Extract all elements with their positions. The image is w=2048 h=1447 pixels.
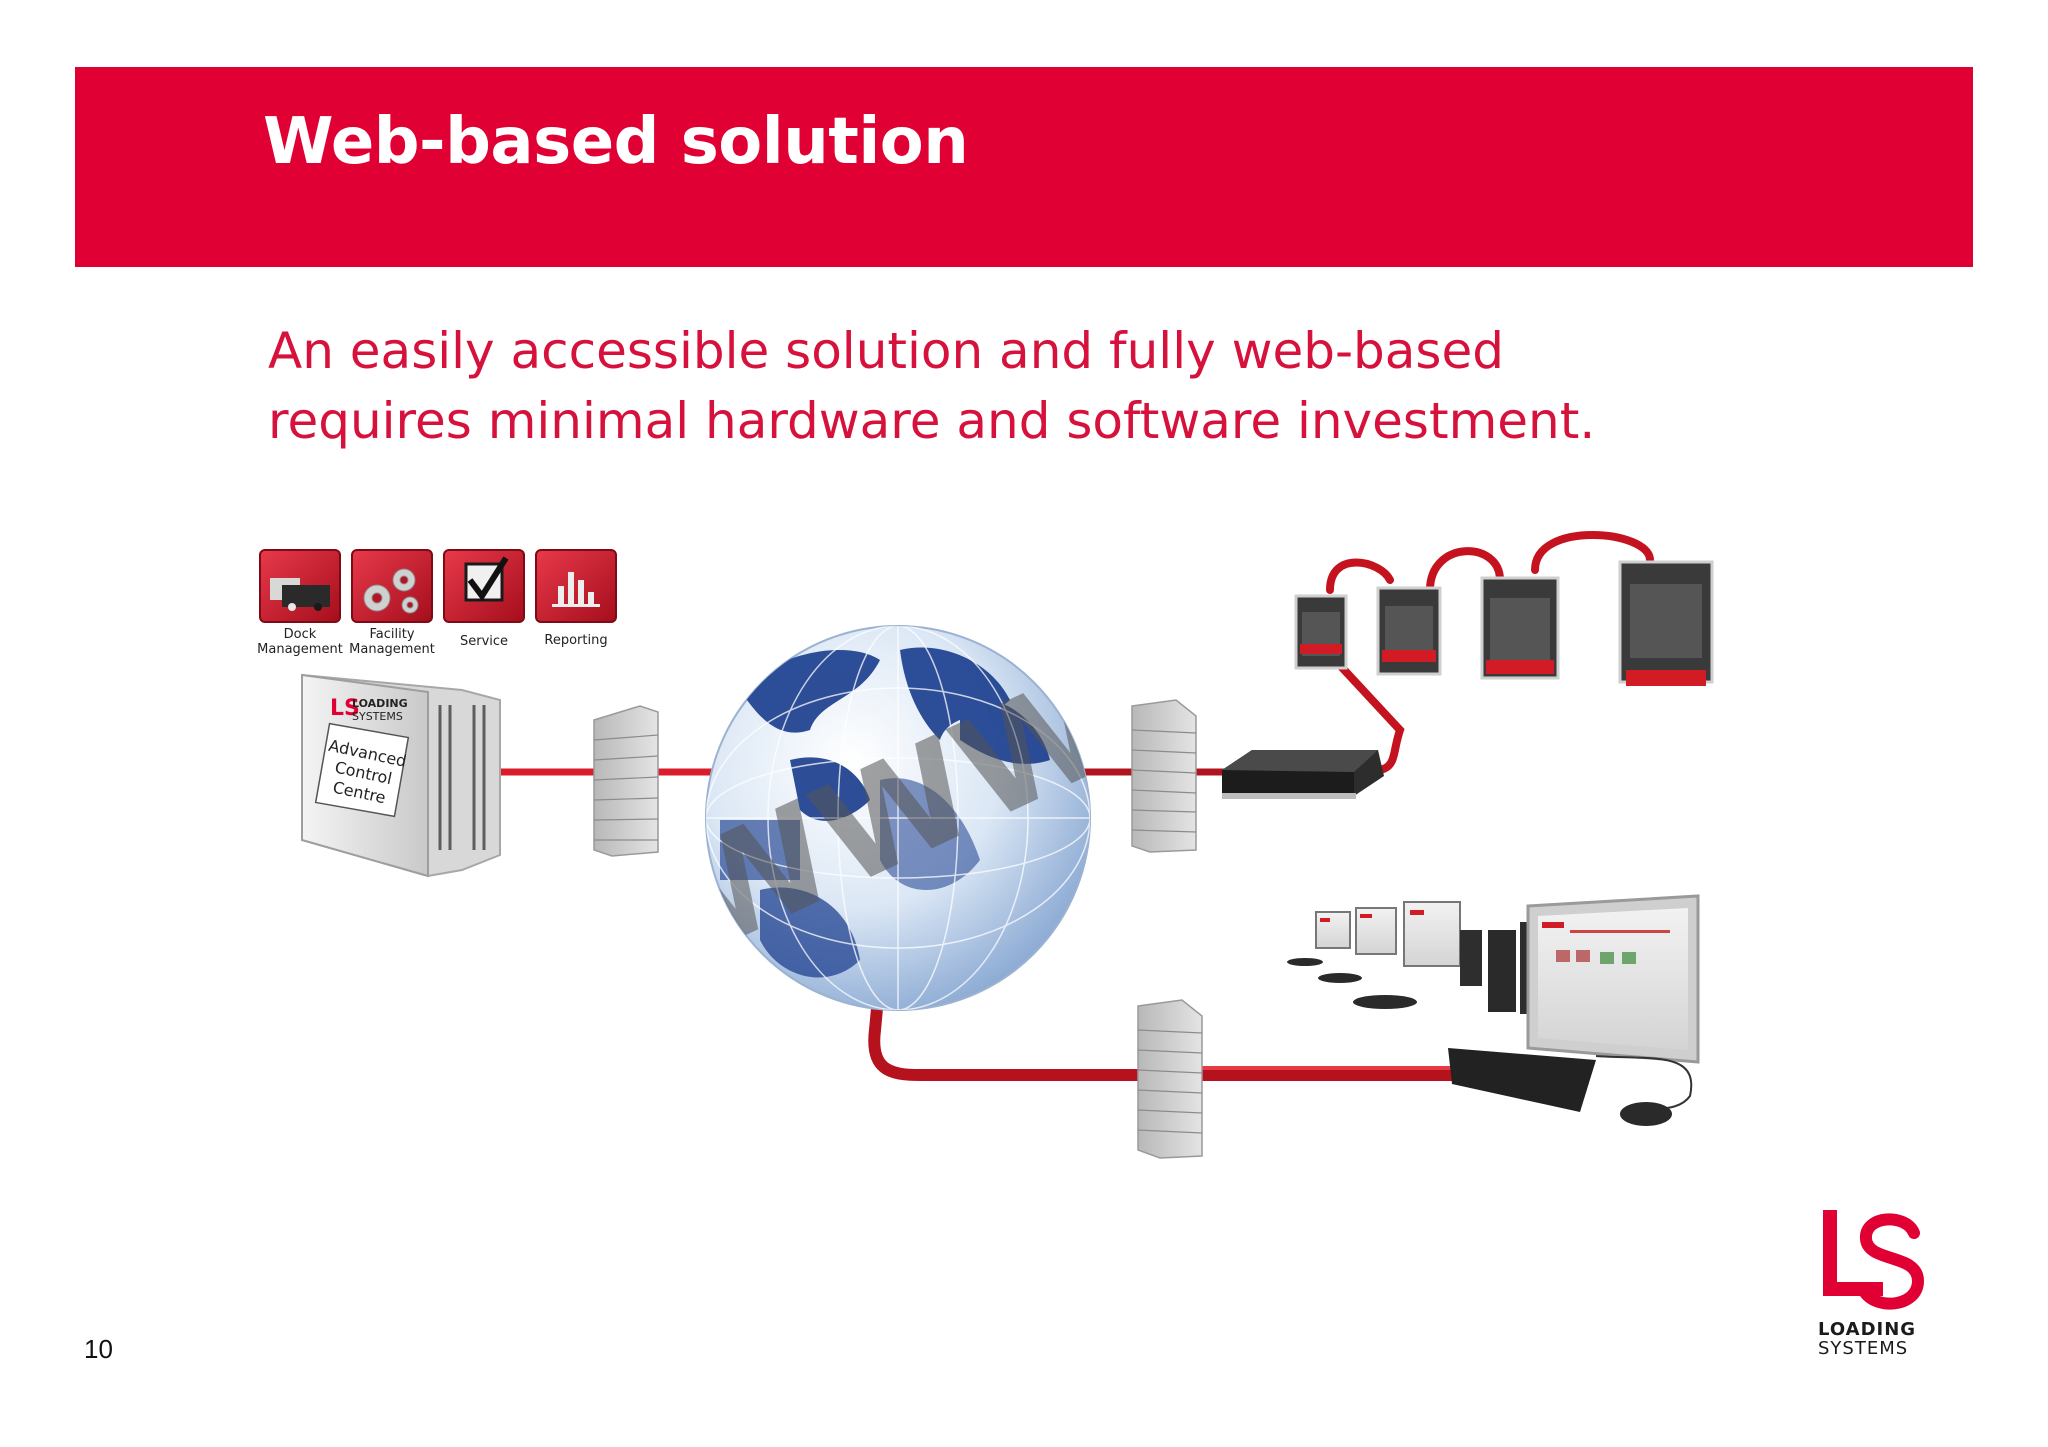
router-icon [1222, 750, 1384, 799]
workstation-3 [1353, 901, 1482, 1009]
workstations [1287, 894, 1700, 1126]
globe-continents [720, 647, 1050, 978]
module-label-line2: Management [349, 642, 435, 657]
workstation-1 [1287, 911, 1351, 966]
server-brand-line1: LOADING [352, 697, 408, 710]
server-logo: LS LOADING SYSTEMS [330, 696, 408, 723]
cable-globe-pcs [868, 884, 1486, 1081]
page-number: 10 [84, 1334, 113, 1364]
title-banner: Web-based solution [75, 67, 1973, 267]
dock-door-4 [1618, 560, 1714, 686]
checkmark-icon [464, 556, 509, 602]
loading-systems-logo: LOADING SYSTEMS [1818, 1205, 1938, 1358]
dock-door-2 [1376, 586, 1442, 676]
module-label-line2: Management [257, 642, 343, 657]
subtitle-line-1: An easily accessible solution and fully … [268, 322, 1504, 380]
logo-text-line1: LOADING [1818, 1319, 1917, 1340]
dock-door-1 [1294, 594, 1348, 670]
logo-text-line2: SYSTEMS [1818, 1338, 1909, 1359]
globe-icon: WWW [705, 625, 1091, 1011]
globe-grid [706, 626, 1090, 1010]
subtitle-line-2: requires minimal hardware and software i… [268, 392, 1596, 450]
server-brand-line2: SYSTEMS [352, 710, 403, 723]
slide-subtitle: An easily accessible solution and fully … [268, 316, 1918, 456]
firewall-left [593, 705, 659, 857]
svg-text:LS: LS [330, 696, 360, 721]
module-service: Service [443, 549, 525, 649]
workstation-4 [1448, 894, 1700, 1126]
ls-logo-icon [1823, 1210, 1925, 1310]
firewall-lower [1137, 999, 1203, 1159]
loading-dock-doors [1294, 560, 1714, 686]
module-label-line1: Dock [284, 627, 317, 642]
module-tiles: Dock Management Facility Management Serv… [257, 549, 617, 657]
server-vents [438, 705, 486, 850]
slide-title: Web-based solution [263, 105, 969, 179]
cable-door-links [1326, 531, 1654, 594]
firewall-right-upper [1131, 699, 1197, 853]
trucks-icon [270, 578, 330, 611]
bar-chart-icon [552, 572, 600, 607]
dock-door-3 [1480, 576, 1560, 680]
module-label-line1: Service [460, 634, 508, 649]
module-dock-management: Dock Management [257, 549, 343, 657]
module-facility-management: Facility Management [349, 549, 435, 657]
module-label-line1: Facility [369, 627, 414, 642]
control-centre-server: LS LOADING SYSTEMS Advanced Control Cent… [301, 673, 501, 878]
gears-icon [363, 568, 419, 614]
module-label-line1: Reporting [544, 633, 607, 648]
module-reporting: Reporting [535, 549, 617, 648]
workstation-2 [1318, 907, 1397, 983]
